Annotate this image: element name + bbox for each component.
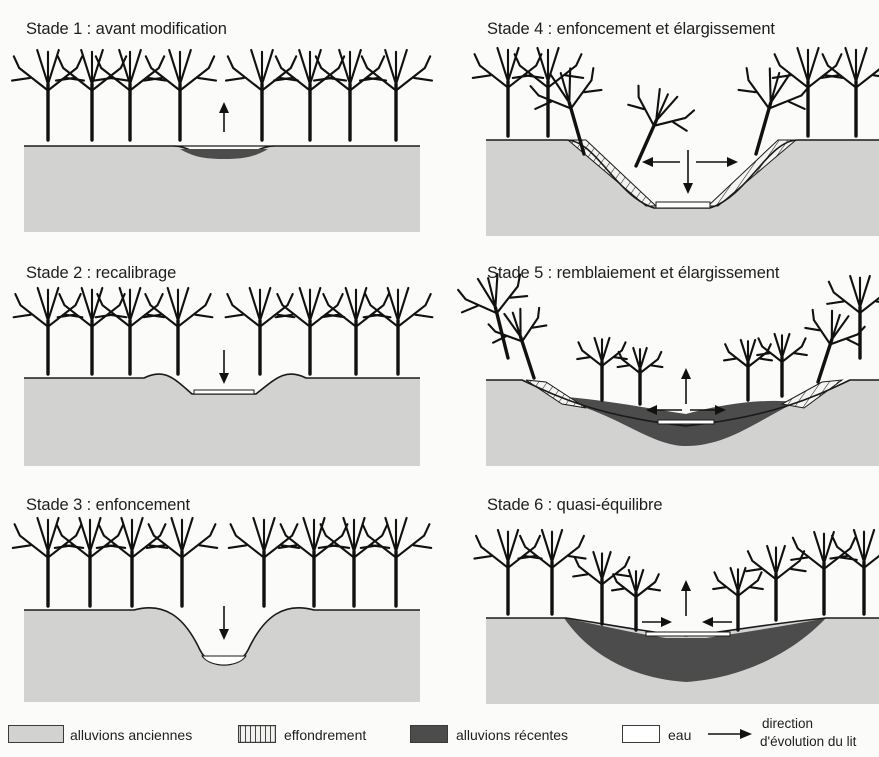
tree-icon bbox=[12, 50, 84, 140]
tree-icon bbox=[455, 268, 541, 366]
tree-icon bbox=[513, 48, 583, 136]
tree-icon bbox=[226, 50, 298, 140]
water-channel bbox=[658, 420, 714, 424]
old-alluvium-bank bbox=[24, 374, 420, 466]
tree-icon bbox=[364, 288, 433, 374]
stage-2-diagram bbox=[24, 286, 420, 466]
tree-icon bbox=[518, 530, 585, 614]
tree-icon bbox=[226, 288, 295, 374]
tree-icon bbox=[58, 288, 127, 374]
tree-icon bbox=[319, 518, 389, 606]
tree-icon bbox=[14, 288, 83, 374]
stage-3-title: Stade 3 : enfoncement bbox=[26, 496, 190, 515]
tree-icon bbox=[757, 334, 807, 396]
stage-3-diagram bbox=[24, 520, 420, 702]
stage-2-title: Stade 2 : recalibrage bbox=[26, 264, 176, 283]
tree-icon bbox=[314, 50, 386, 140]
water-channel bbox=[656, 202, 710, 208]
tree-icon bbox=[229, 518, 299, 606]
tree-icon bbox=[618, 348, 663, 404]
legend-recent-alluvium-swatch bbox=[410, 725, 448, 743]
tree-icon bbox=[577, 338, 627, 400]
tree-icon bbox=[144, 50, 216, 140]
legend-old-alluvium-label: alluvions anciennes bbox=[70, 727, 192, 743]
direction-arrow-up-head bbox=[681, 580, 691, 591]
direction-arrow-icon bbox=[706, 726, 754, 742]
tree-icon bbox=[473, 48, 543, 136]
stage-4-title: Stade 4 : enfoncement et élargissement bbox=[487, 20, 775, 39]
legend-collapse-label: effondrement bbox=[284, 727, 366, 743]
tree-icon bbox=[94, 50, 166, 140]
direction-arrow-down-head bbox=[683, 183, 693, 194]
old-alluvium-bank bbox=[486, 140, 879, 236]
legend-collapse-swatch bbox=[238, 725, 276, 743]
tree-icon bbox=[827, 276, 879, 358]
water-channel bbox=[194, 390, 254, 394]
legend-water-label: eau bbox=[668, 727, 691, 743]
legend-old-alluvium-swatch bbox=[8, 725, 64, 743]
tree-icon bbox=[144, 288, 213, 374]
stage-1-diagram bbox=[24, 46, 420, 232]
tree-icon bbox=[97, 518, 167, 606]
tree-icon bbox=[713, 568, 763, 630]
legend-water-swatch bbox=[622, 725, 660, 743]
tree-icon bbox=[821, 48, 879, 136]
tree-icon bbox=[322, 288, 391, 374]
stage-5-diagram bbox=[486, 286, 879, 466]
water-channel bbox=[646, 632, 730, 636]
tree-icon bbox=[360, 50, 432, 140]
direction-arrow-right-head bbox=[661, 617, 672, 627]
tree-icon bbox=[361, 518, 431, 606]
direction-arrow-up-head bbox=[681, 368, 691, 379]
stage-4-diagram bbox=[486, 46, 879, 236]
tree-icon bbox=[147, 518, 217, 606]
tree-icon bbox=[13, 518, 83, 606]
stage-6-diagram bbox=[486, 520, 879, 704]
direction-arrow-left-head bbox=[702, 617, 713, 627]
direction-arrow-right-head bbox=[727, 157, 738, 167]
stage-5-title: Stade 5 : remblaiement et élargissement bbox=[487, 264, 779, 283]
tree-icon bbox=[274, 50, 346, 140]
tree-icon bbox=[276, 288, 345, 374]
tree-icon bbox=[474, 530, 541, 614]
direction-arrow-up-head bbox=[219, 102, 229, 113]
tree-icon bbox=[279, 518, 349, 606]
old-alluvium-bank bbox=[24, 608, 420, 702]
stage-1-title: Stade 1 : avant modification bbox=[26, 20, 227, 39]
direction-arrow-left-head bbox=[642, 157, 653, 167]
tree-icon bbox=[773, 48, 843, 136]
tree-icon bbox=[830, 530, 879, 614]
tree-icon bbox=[56, 50, 128, 140]
legend-recent-alluvium-label: alluvions récentes bbox=[456, 727, 568, 743]
tree-icon bbox=[612, 570, 660, 630]
tree-icon bbox=[791, 305, 868, 391]
legend-direction-label-line2: d'évolution du lit bbox=[760, 734, 856, 749]
stage-6-title: Stade 6 : quasi-équilibre bbox=[487, 496, 662, 515]
direction-arrow-down-head bbox=[219, 373, 229, 384]
tree-icon bbox=[96, 288, 165, 374]
legend-direction-label-line1: direction bbox=[762, 716, 813, 731]
tree-icon bbox=[791, 532, 857, 614]
direction-arrow-down-head bbox=[219, 629, 229, 640]
tree-icon bbox=[55, 518, 125, 606]
